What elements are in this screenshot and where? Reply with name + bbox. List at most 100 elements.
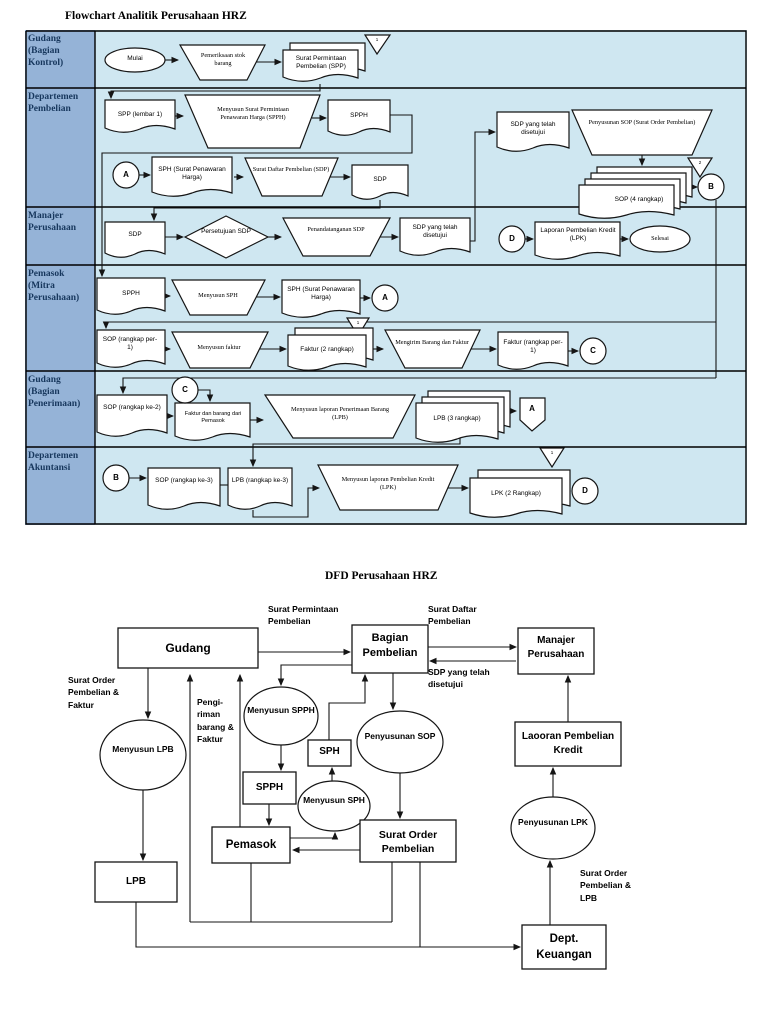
process-trapezoid xyxy=(317,464,459,511)
connector-circle xyxy=(112,161,140,189)
node-menyusun-faktur: Menyusun faktur xyxy=(197,344,241,351)
storage-number: 1 xyxy=(356,320,360,325)
node-menyusun-lpk: Menyusun laporan Pembelian Kredit (LPK) xyxy=(341,476,435,492)
connector-circle xyxy=(571,477,599,505)
flowchart-diagram: Gudang (Bagian Kontrol) Departemen Pembe… xyxy=(25,30,747,525)
document-shape xyxy=(282,49,359,82)
entity-box xyxy=(359,819,457,863)
flow-arrow xyxy=(290,831,339,840)
node-persetujuan: Persetujuan SDP xyxy=(201,228,251,235)
entity-box xyxy=(242,771,297,805)
connector-a: A xyxy=(123,170,129,179)
document-shape xyxy=(415,402,499,443)
document-shape xyxy=(578,184,675,219)
storage-number: 1 xyxy=(375,37,379,42)
lane-label-gudang-kontrol: Gudang (Bagian Kontrol) xyxy=(28,34,64,68)
document-shape xyxy=(287,334,367,371)
document-shape xyxy=(497,331,569,370)
node-sph-doc: SPH (Surat Penawaran Harga) xyxy=(158,166,226,181)
node-lpb3-doc: LPB (3 rangkap) xyxy=(433,415,481,422)
flow-arrow xyxy=(249,438,461,468)
node-sdp-mgr-doc: SDP xyxy=(128,231,142,238)
node-spph-doc: SPPH xyxy=(350,112,368,119)
document-shape xyxy=(534,221,621,260)
connector-circle xyxy=(371,284,399,312)
node-pemeriksaan: Pemeriksaan stok barang xyxy=(200,52,246,68)
storage-number: 2 xyxy=(698,160,702,165)
node-sop-per1-doc: SOP (rangkap per-1) xyxy=(102,336,158,351)
terminator-oval xyxy=(629,225,691,253)
flow-label-pengiriman: Pengi-riman barang & Faktur xyxy=(197,697,234,744)
flow-arrow xyxy=(328,673,369,740)
node-lpk2-doc: LPK (2 Rangkap) xyxy=(491,490,541,497)
document-shape xyxy=(281,279,361,318)
process-ellipse xyxy=(356,710,444,774)
flow-arrow xyxy=(277,664,352,687)
document-shape xyxy=(96,329,166,368)
offpage-connector-a: A xyxy=(529,404,535,413)
process-trapezoid xyxy=(178,44,266,81)
document-shape xyxy=(104,221,166,258)
process-ellipse xyxy=(510,796,596,860)
node-faktur-barang-doc: Faktur dan barang dari Pemasok xyxy=(184,411,242,424)
node-faktur-per1-doc: Faktur (rangkap per-1) xyxy=(503,339,563,354)
node-selesai: Selesai xyxy=(651,235,669,242)
storage-triangle xyxy=(363,34,392,56)
entity-box xyxy=(521,924,607,970)
storage-triangle xyxy=(686,157,714,179)
flowchart-canvas xyxy=(25,30,747,525)
connector-c: C xyxy=(590,346,596,355)
process-trapezoid xyxy=(263,394,416,439)
node-menyusun-spph: Menyusun Surat Permintaan Penawaran Harg… xyxy=(217,106,289,122)
document-shape xyxy=(96,394,168,437)
store-surat-order-pembelian: Surat Order Pembelian xyxy=(378,829,438,856)
entity-box xyxy=(211,826,291,864)
document-shape xyxy=(496,111,570,152)
document-shape xyxy=(174,402,251,441)
entity-box xyxy=(117,627,259,669)
node-sdp-process: Surat Daftar Pembelian (SDP) xyxy=(252,166,330,173)
flow-label-sop-faktur: Surat Order Pembelian & Faktur xyxy=(68,675,120,710)
connector-d: D xyxy=(582,486,588,495)
document-shape xyxy=(104,99,176,133)
process-trapezoid xyxy=(384,329,481,369)
connector-circle xyxy=(697,173,725,201)
offpage-connector xyxy=(519,397,546,432)
node-penandatanganan: Penandatanganan SDP xyxy=(307,226,365,233)
lane-label-dept-akuntansi: Departemen Akuntansi xyxy=(28,451,79,473)
storage-number: 1 xyxy=(550,450,554,455)
flow-arrow xyxy=(150,200,381,222)
node-menyusun-lpb: Menyusun laporan Penerimaan Barang (LPB) xyxy=(290,406,390,422)
store-laooran-pembelian-kredit: Laooran Pembelian Kredit xyxy=(521,731,615,756)
node-lpk-doc: Laporan Pembelian Kredit (LPK) xyxy=(540,227,616,242)
node-sdp-doc: SDP xyxy=(373,176,387,183)
decision-diamond xyxy=(183,215,270,259)
entity-gudang: Gudang xyxy=(165,641,211,655)
node-sdp-ok-doc: SDP yang telah disetujui xyxy=(412,224,458,239)
lane-label-gudang-penerimaan: Gudang (Bagian Penerimaan) xyxy=(28,375,81,409)
connector-circle xyxy=(171,376,199,404)
flow-arrow xyxy=(102,321,716,330)
lane-label-manajer: Manajer Perusahaan xyxy=(28,211,77,233)
flow-arrow xyxy=(98,114,413,278)
flow-arrow xyxy=(107,84,321,100)
store-spph: SPPH xyxy=(255,782,284,793)
flow-label-surat-permintaan: Surat Permintaan Pembelian xyxy=(268,604,339,627)
storage-triangle xyxy=(345,317,371,338)
node-sop4-doc: SOP (4 rangkap) xyxy=(614,196,664,203)
node-sop-ke3-doc: SOP (rangkap ke-3) xyxy=(155,477,213,484)
entity-box xyxy=(517,627,595,675)
connector-circle xyxy=(579,337,607,365)
flow-label-sop-lpb: Surat Order Pembelian & LPB xyxy=(580,868,632,903)
flow-arrow xyxy=(252,484,321,518)
process-trapezoid xyxy=(244,157,339,197)
store-lpb: LPB xyxy=(126,876,146,887)
connector-b: B xyxy=(113,473,119,482)
connector-circle xyxy=(498,225,526,253)
flow-arrow xyxy=(135,902,522,951)
node-spph2-doc: SPPH xyxy=(122,290,140,297)
dfd-canvas xyxy=(94,624,622,970)
process-menyusun-spph: Menyusun SPPH xyxy=(247,705,315,715)
node-spp-lembar1: SPP (lembar 1) xyxy=(117,111,163,118)
document-shape xyxy=(399,217,471,256)
